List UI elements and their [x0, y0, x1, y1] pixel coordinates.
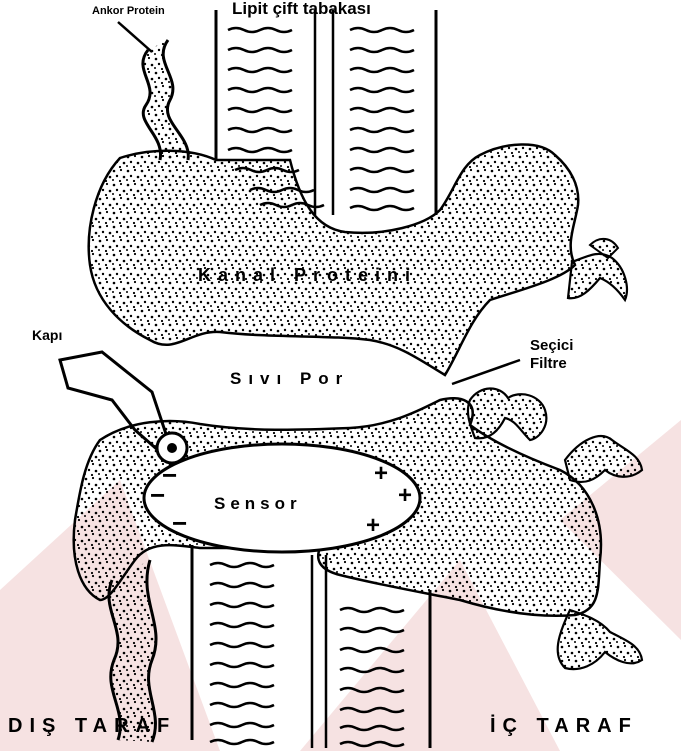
selective-filter-pointer — [452, 360, 520, 384]
gate-label: Kapı — [32, 328, 62, 342]
positive-charge-2: + — [398, 484, 412, 508]
outside-label: DIŞ TARAF — [8, 716, 176, 736]
selective-filter-label-line1: Seçici — [530, 338, 573, 353]
upper-lipid-tails-right — [350, 28, 414, 210]
positive-charge-1: + — [374, 462, 388, 486]
lower-lipid-tails-left — [210, 563, 274, 744]
gate-hinge — [157, 433, 187, 463]
channel-protein-label: Kanal Proteini — [198, 266, 417, 284]
selective-filter-label-line2: Filtre — [530, 356, 567, 371]
anchor-protein — [118, 22, 188, 160]
anchor-protein-label: Ankor Protein — [92, 6, 165, 17]
fluid-pore-label: Sıvı Por — [230, 370, 349, 387]
negative-charge-2: − — [150, 482, 165, 508]
inside-label: İÇ TARAF — [490, 716, 638, 736]
glycan-lower-right-top — [468, 388, 546, 440]
lipid-bilayer-label: Lipit çift tabakası — [232, 0, 371, 17]
glycan-lower-right-middle — [565, 436, 642, 482]
glycan-lower-right-bottom — [558, 610, 642, 669]
negative-charge-3: − — [172, 510, 187, 536]
positive-charge-3: + — [366, 514, 380, 538]
sensor-label: Sensor — [214, 495, 302, 512]
glycan-upper-right — [568, 239, 627, 300]
